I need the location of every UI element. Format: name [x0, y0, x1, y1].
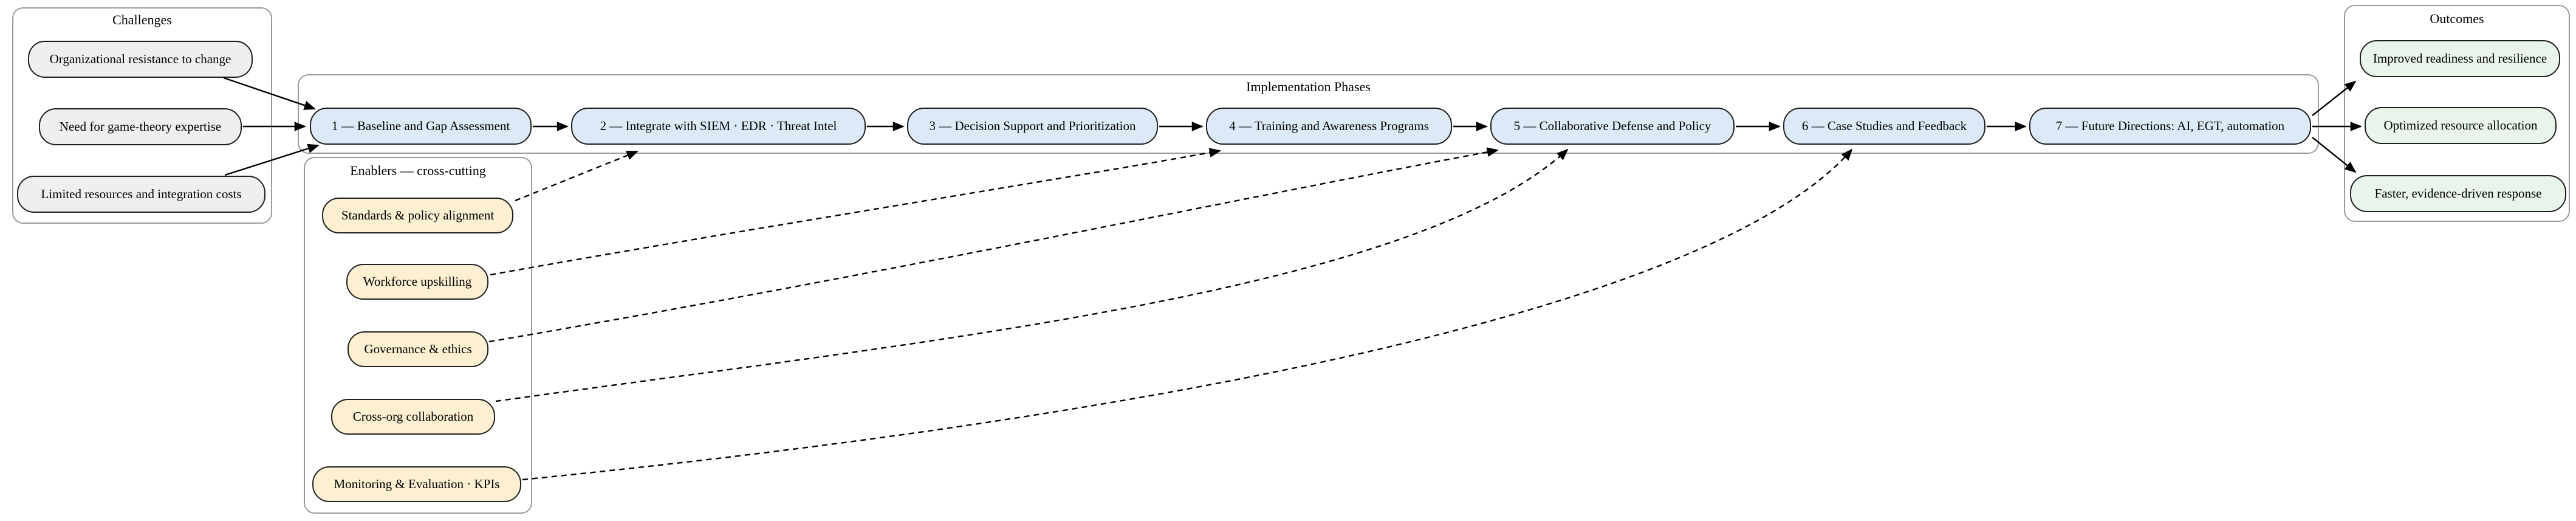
node-phase-2-integrate: 2 — Integrate with SIEM · EDR · Threat I…: [571, 108, 866, 145]
node-enabler-workforce-upskilling: Workforce upskilling: [346, 264, 488, 300]
node-phase-4-training: 4 — Training and Awareness Programs: [1206, 108, 1452, 145]
node-phase-3-decision-support: 3 — Decision Support and Prioritization: [907, 108, 1158, 145]
edge-enabler-monitoring-to-phase-6: [522, 148, 1853, 481]
node-phase-7-future-directions: 7 — Future Directions: AI, EGT, automati…: [2029, 108, 2311, 145]
node-challenge-game-theory-expertise: Need for game-theory expertise: [39, 108, 242, 145]
implementation-phases-title: Implementation Phases: [1246, 79, 1371, 94]
edge-enabler-governance-to-phase-5: [488, 147, 1499, 343]
node-enabler-standards-policy: Standards & policy alignment: [322, 198, 513, 233]
edge-enabler-workforce-to-phase-4: [490, 148, 1221, 276]
node-phase-5-collaborative-defense: 5 — Collaborative Defense and Policy: [1490, 108, 1735, 145]
node-challenge-limited-resources: Limited resources and integration costs: [17, 176, 265, 213]
node-phase-6-case-studies: 6 — Case Studies and Feedback: [1783, 108, 1985, 145]
edge-enabler-crossorg-to-phase-5: [495, 148, 1569, 402]
node-outcome-readiness-resilience: Improved readiness and resilience: [2360, 40, 2560, 77]
challenges-title: Challenges: [112, 12, 172, 27]
node-enabler-monitoring-kpis: Monitoring & Evaluation · KPIs: [312, 466, 521, 502]
edge-enabler-standards-to-phase-2: [515, 150, 639, 202]
node-enabler-governance-ethics: Governance & ethics: [348, 331, 488, 367]
enablers-title: Enablers — cross-cutting: [350, 163, 486, 178]
node-challenge-organizational-resistance: Organizational resistance to change: [28, 41, 253, 78]
node-outcome-resource-allocation: Optimized resource allocation: [2365, 107, 2557, 144]
node-outcome-evidence-driven-response: Faster, evidence-driven response: [2350, 175, 2566, 212]
outcomes-title: Outcomes: [2430, 11, 2484, 26]
node-phase-1-baseline: 1 — Baseline and Gap Assessment: [310, 108, 532, 145]
node-enabler-cross-org-collaboration: Cross-org collaboration: [331, 399, 495, 435]
